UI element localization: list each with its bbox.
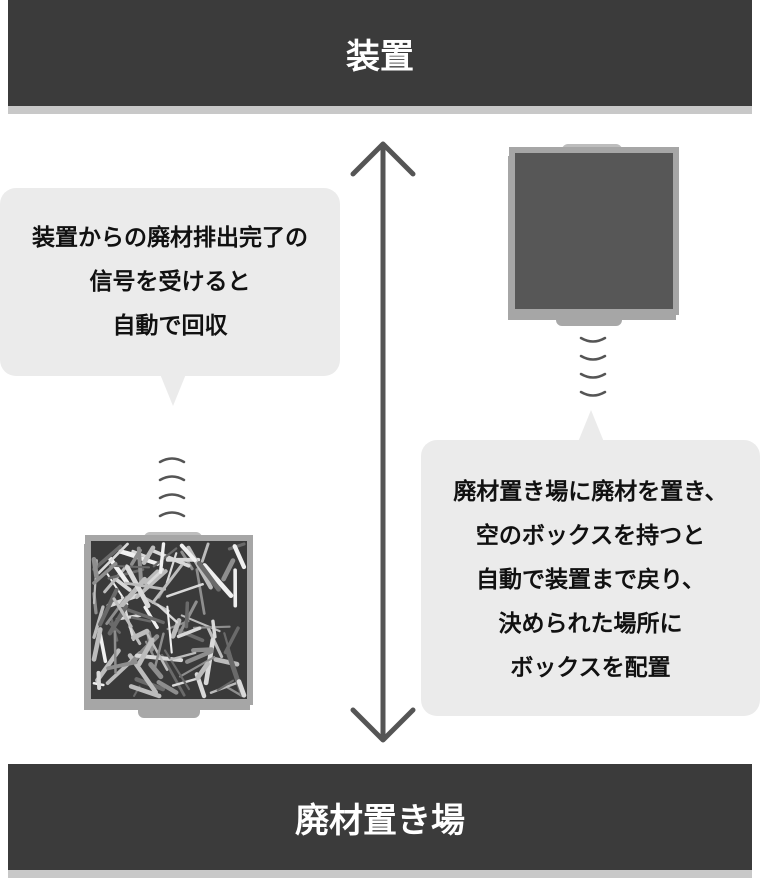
scrap-strand xyxy=(176,626,202,639)
return-note-line: 自動で装置まで戻り、 xyxy=(475,567,706,593)
scrap-strand xyxy=(195,661,210,681)
scrap-strand xyxy=(216,679,235,692)
return-bubble-tail xyxy=(578,410,604,442)
signal-waves-icon xyxy=(579,336,607,397)
scrap-strand xyxy=(179,543,197,563)
scrap-strand xyxy=(112,576,132,592)
scrap-strand xyxy=(108,556,130,585)
scrap-strand xyxy=(151,564,183,605)
scrap-strand xyxy=(169,651,197,661)
scrap-strand xyxy=(160,653,186,697)
return-note-line: 決められた場所に xyxy=(498,611,683,637)
scrap-strand xyxy=(184,601,190,629)
waste-filled-box-icon xyxy=(84,532,253,718)
scrap-strand xyxy=(166,582,204,598)
scrap-strand xyxy=(98,633,108,664)
scrap-strand xyxy=(153,632,165,670)
return-note-line: 廃材置き場に廃材を置き、 xyxy=(453,479,728,505)
scrap-strand xyxy=(97,542,129,575)
scrap-strand xyxy=(203,637,216,686)
scrap-strand xyxy=(123,581,167,591)
scrap-strand xyxy=(106,660,138,671)
collection-bubble-tail xyxy=(160,374,186,406)
scrap-strand xyxy=(178,655,216,678)
scrap-strand xyxy=(166,605,173,654)
scrap-strand xyxy=(112,597,133,628)
return-note-line: ボックスを配置 xyxy=(510,655,671,681)
scrap-strand xyxy=(130,548,142,566)
device-header: 装置 xyxy=(8,0,752,106)
device-header-label: 装置 xyxy=(346,36,414,77)
scrap-strand xyxy=(202,563,234,598)
scrap-strand xyxy=(223,626,240,655)
scrap-strand xyxy=(107,568,145,580)
scrap-strand xyxy=(128,684,162,699)
scrap-strand xyxy=(136,637,155,667)
scrap-strand xyxy=(144,630,169,672)
scrap-strand xyxy=(91,556,99,579)
scrap-strand xyxy=(141,545,156,565)
scrap-strand xyxy=(98,587,119,627)
scrap-strand xyxy=(124,564,151,609)
scrap-strand xyxy=(170,618,182,639)
scrap-strand xyxy=(152,547,178,568)
scrap-strand xyxy=(209,680,241,694)
scrap-strand xyxy=(191,647,214,653)
collection-note-line: 装置からの廃材排出完了の xyxy=(32,225,308,251)
scrap-strand xyxy=(156,680,179,695)
return-note-bubble: 廃材置き場に廃材を置き、 空のボックスを持つと 自動で装置まで戻り、 決められた… xyxy=(421,440,760,716)
scrap-strand xyxy=(119,576,148,608)
scrap-strand xyxy=(232,544,247,570)
scrap-strand xyxy=(92,544,123,572)
scrap-strand xyxy=(91,627,103,662)
scrap-strand xyxy=(200,542,210,563)
scrap-strand xyxy=(158,542,166,574)
scrap-strand xyxy=(236,679,247,698)
scrap-strand xyxy=(148,662,164,680)
collection-note-bubble: 装置からの廃材排出完了の 信号を受けると 自動で回収 xyxy=(0,188,340,376)
scrap-strand xyxy=(196,561,221,592)
scrap-strand xyxy=(130,616,152,623)
collection-note-line: 自動で回収 xyxy=(112,313,228,339)
scrap-strand xyxy=(143,569,161,586)
waste-area-footer: 廃材置き場 xyxy=(8,764,752,870)
scrap-strand xyxy=(211,619,217,639)
scrap-strand xyxy=(96,670,102,691)
collection-note-line: 信号を受けると xyxy=(89,269,251,295)
signal-waves-icon xyxy=(158,457,186,518)
scrap-strand xyxy=(224,685,244,698)
return-note-line: 空のボックスを持つと xyxy=(475,523,706,549)
scrap-strand xyxy=(92,605,105,639)
scrap-strand xyxy=(103,564,129,594)
empty-box-icon xyxy=(508,144,679,326)
scrap-strand xyxy=(113,630,117,675)
scrap-strand xyxy=(126,608,165,625)
waste-area-footer-label: 廃材置き場 xyxy=(295,800,465,841)
scrap-strand xyxy=(163,649,191,691)
scrap-strand xyxy=(221,558,236,582)
scrap-strand xyxy=(185,649,214,664)
scrap-strand xyxy=(92,561,118,585)
scrap-strand xyxy=(195,568,206,615)
scrap-strand xyxy=(131,628,150,641)
double-headed-vertical-arrow-icon xyxy=(350,141,416,743)
